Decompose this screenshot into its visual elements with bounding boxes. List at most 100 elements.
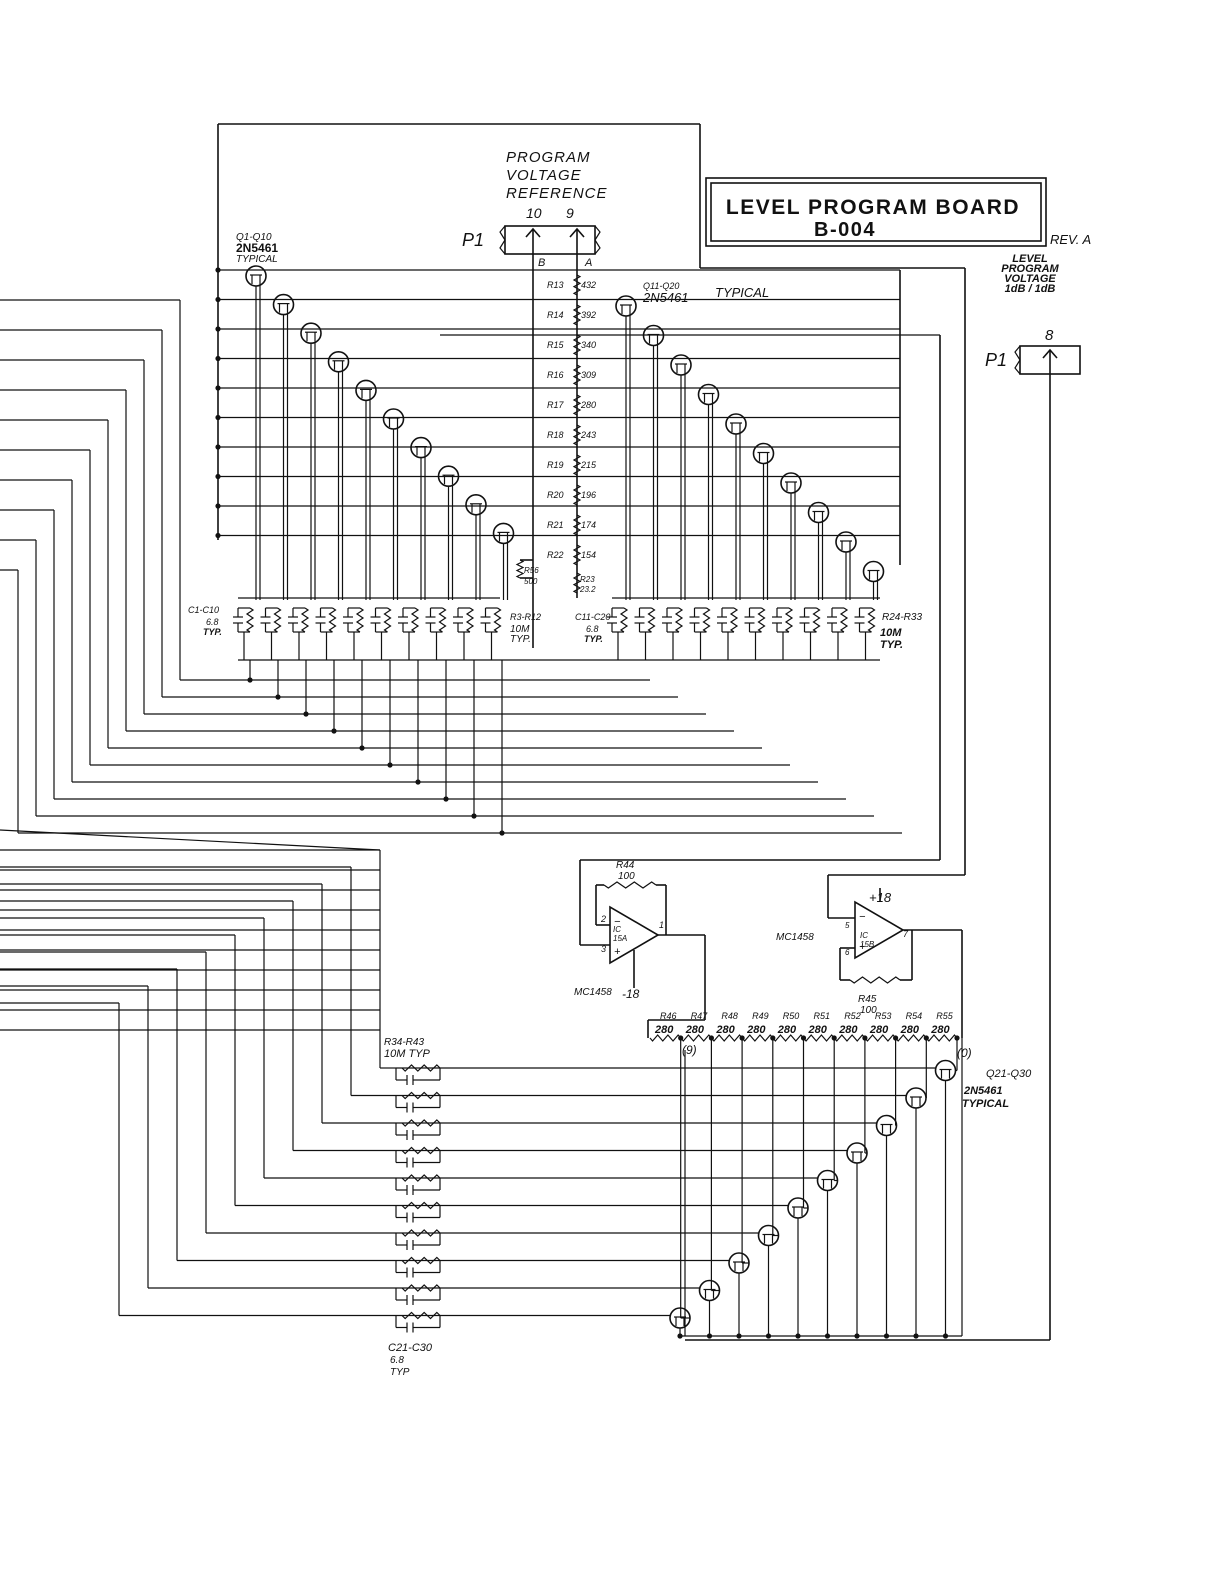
wire: [572, 304, 582, 326]
wire: [401, 1284, 441, 1292]
ref-connector-name: P1: [462, 230, 484, 250]
junction-dot: [854, 1333, 860, 1339]
ladder-resistor-value: 280: [869, 1024, 889, 1036]
ladder-resistor-ref: R50: [783, 1011, 800, 1021]
wire: [757, 607, 766, 633]
ref-pin-letter-a: A: [584, 257, 592, 269]
r23-value: 23.2: [579, 585, 596, 594]
divider-resistor-value: 243: [580, 430, 596, 440]
junction-dot: [677, 1333, 683, 1339]
wire: [895, 1034, 927, 1042]
divider-resistor-ref: R16: [547, 370, 564, 380]
bottom-cap-range: C21-C30: [388, 1342, 433, 1354]
junction-dot: [706, 1333, 713, 1339]
wire: [572, 572, 582, 594]
wire: [925, 1034, 958, 1042]
opamp-b-feedback-value: 100: [860, 1005, 877, 1016]
junction-dot: [215, 326, 221, 332]
bottom-transistor-range: Q21-Q30: [986, 1068, 1032, 1080]
junction-dot: [331, 728, 337, 734]
wire: [401, 1201, 441, 1210]
wire: [438, 607, 447, 633]
transistor-2n5461: [846, 1142, 868, 1164]
wire: [674, 607, 684, 633]
wire: [410, 607, 420, 633]
wire: [572, 274, 582, 296]
ladder-resistor-value: 280: [715, 1024, 735, 1036]
wire: [401, 1256, 441, 1265]
transistor-2n5461: [355, 379, 377, 402]
wire: [864, 1034, 897, 1042]
junction-dot: [215, 532, 221, 539]
wire: [515, 559, 525, 579]
bottom-bank-labels: R34-R43 10M TYP Q21-Q30 2N5461 TYPICAL C…: [384, 1037, 1032, 1378]
ladder-mark-high: (0): [957, 1046, 972, 1060]
divider-resistor-value: 280: [580, 400, 596, 410]
wire: [525, 227, 541, 238]
divider-resistor-value: 392: [581, 310, 596, 320]
components: [215, 225, 1081, 1340]
ref-pin-9: 9: [566, 205, 574, 221]
opamp-b-supply: +18: [869, 890, 892, 905]
opamp-a-feedback-value: 100: [618, 871, 635, 882]
transistor-2n5461: [669, 1307, 691, 1329]
wire: [401, 1119, 441, 1127]
ladder-resistor-ref: R53: [875, 1011, 892, 1021]
title-line1: LEVEL PROGRAM BOARD: [726, 196, 1020, 219]
transistor-2n5461: [862, 560, 885, 583]
wire: [812, 607, 821, 633]
wire: [803, 1034, 835, 1042]
left-res-note: TYP.: [510, 634, 531, 645]
ladder-resistor-ref: R47: [691, 1011, 709, 1021]
wire: [383, 607, 392, 633]
level-connector-name: P1: [985, 350, 1007, 370]
transistor-2n5461: [465, 493, 487, 516]
junction-dot: [765, 1333, 772, 1339]
junction-dot: [883, 1333, 890, 1339]
pot-value: 500: [524, 577, 538, 586]
opamp-a-supply: -18: [622, 987, 640, 1001]
wire: [465, 607, 475, 633]
junction-dot: [736, 1333, 742, 1339]
transistor-2n5461: [752, 442, 775, 465]
junction-dot: [942, 1333, 949, 1339]
transistor-2n5461: [697, 383, 720, 406]
ladder-resistor-ref: R46: [660, 1011, 677, 1021]
wire: [833, 1034, 866, 1042]
right-bank-labels: Q11-Q20 2N5461 TYPICAL C11-C20 6.8 TYP. …: [575, 281, 922, 651]
junction-dot: [359, 745, 365, 751]
divider-resistor-ref: R14: [547, 310, 564, 320]
ladder-resistor-value: 280: [900, 1024, 920, 1036]
wire: [572, 424, 582, 446]
transistor-2n5461: [327, 350, 350, 373]
bottom-cap-value: 6.8: [390, 1355, 404, 1366]
wire: [849, 976, 901, 984]
left-cap-range: C1-C10: [188, 605, 219, 615]
transistor-2n5461: [725, 413, 747, 435]
transistor-2n5461: [382, 408, 405, 430]
wire: [572, 394, 582, 416]
r23-ref: R23: [580, 575, 595, 584]
wire: [572, 364, 582, 386]
transistor-2n5461: [670, 354, 692, 376]
opamp-minus: −: [614, 916, 621, 928]
wire: [401, 1091, 441, 1100]
left-transistor-part: 2N5461: [236, 241, 278, 255]
right-cap-range: C11-C20: [575, 612, 610, 622]
opamp-a-pin-1: 1: [659, 920, 664, 930]
bottom-transistor-part: 2N5461: [963, 1085, 1003, 1097]
wire: [569, 227, 585, 238]
wire: [401, 1064, 441, 1072]
wire: [401, 1229, 441, 1237]
junction-dot: [215, 503, 221, 509]
transistor-2n5461: [875, 1114, 898, 1137]
left-transistor-note: TYPICAL: [236, 254, 278, 265]
pot-ref: R56: [524, 566, 539, 575]
ladder-resistor-ref: R55: [936, 1011, 954, 1021]
junction-dot: [954, 1035, 960, 1041]
